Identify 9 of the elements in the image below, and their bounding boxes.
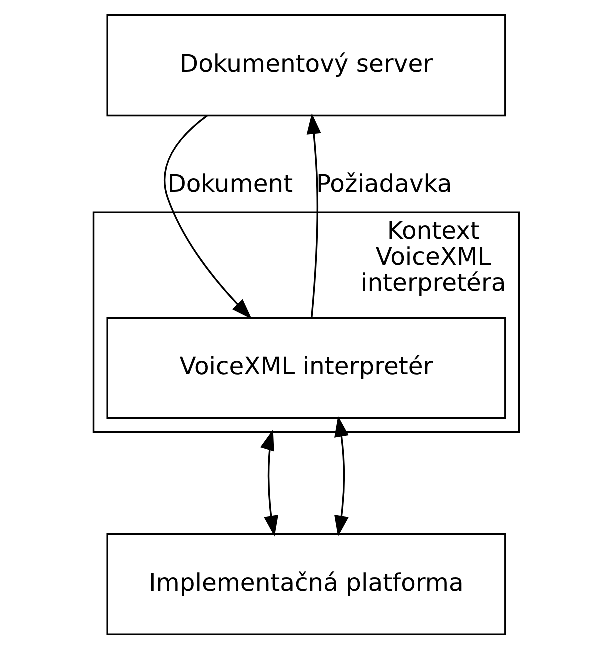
node-box: VoiceXML interpretér — [106, 317, 506, 420]
arrow — [260, 430, 278, 537]
arrow — [334, 416, 348, 537]
edge-label: Požiadavka — [316, 170, 452, 198]
arrow — [164, 115, 252, 320]
node-box: Dokumentový server — [106, 14, 506, 117]
node-box: Implementačná platforma — [106, 533, 506, 636]
edge-label: Dokument — [167, 170, 293, 198]
arrow — [306, 113, 321, 318]
